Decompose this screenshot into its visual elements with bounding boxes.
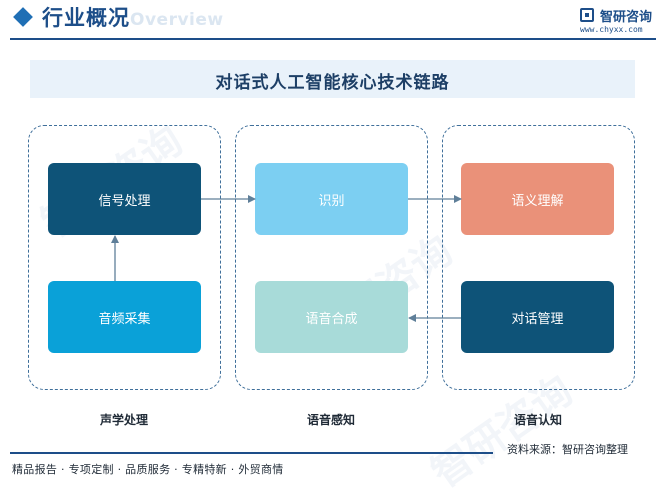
group-label-acoustic-processing: 声学处理: [99, 413, 148, 427]
header-divider: [10, 38, 656, 40]
header-subtitle: Overview: [130, 10, 224, 30]
node-recognition: 识别: [255, 163, 408, 235]
node-speech-synthesis: 语音合成: [255, 281, 408, 353]
diagram-title-banner: 对话式人工智能核心技术链路: [30, 60, 635, 98]
group-label-speech-cognition: 语音认知: [513, 413, 562, 427]
footer-slogan: 精品报告 · 专项定制 · 品质服务 · 专精特新 · 外贸商情: [12, 463, 284, 476]
node-audio-capture: 音频采集: [48, 281, 201, 353]
group-label-speech-perception: 语音感知: [306, 413, 355, 427]
node-semantic-understanding: 语义理解: [461, 163, 614, 235]
group-speech-perception: [235, 125, 428, 390]
brand-name: 智研咨询: [600, 10, 653, 25]
brand-url: www.chyxx.com: [580, 25, 643, 34]
group-speech-cognition: [442, 125, 635, 390]
brand-logo-icon: [580, 8, 594, 22]
node-dialogue-management: 对话管理: [461, 281, 614, 353]
header-diamond-icon: [13, 7, 33, 27]
page-title: 行业概况: [42, 6, 130, 30]
footer-divider: [10, 452, 493, 454]
diagram-title: 对话式人工智能核心技术链路: [215, 73, 450, 93]
source-note: 资料来源：智研咨询整理: [507, 443, 628, 456]
group-acoustic-processing: [28, 125, 221, 390]
node-signal-processing: 信号处理: [48, 163, 201, 235]
